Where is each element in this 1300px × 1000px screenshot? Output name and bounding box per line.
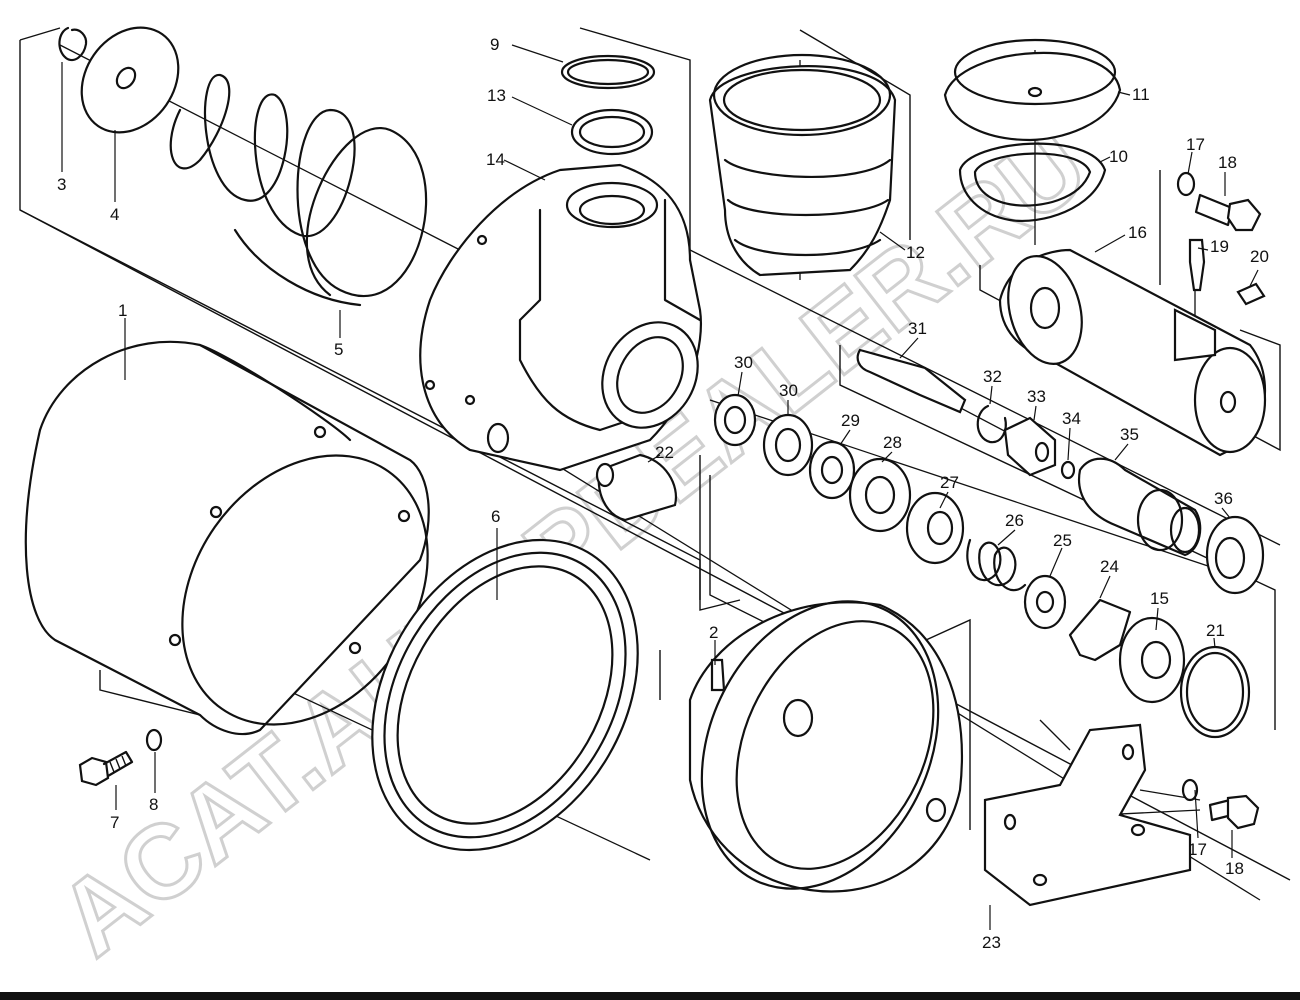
part-15-washer xyxy=(1118,616,1186,704)
part-14-housing xyxy=(419,163,702,472)
part-11-cover xyxy=(943,38,1122,142)
part-2-end-cover xyxy=(688,600,963,893)
bottom-border xyxy=(0,992,1300,1000)
callout-33: 33 xyxy=(1027,387,1046,406)
part-4-spring-retainer-plate xyxy=(80,26,180,134)
callout-30: 30 xyxy=(734,353,753,372)
callout-34: 34 xyxy=(1062,409,1081,428)
callout-8: 8 xyxy=(149,795,158,814)
callout-21: 21 xyxy=(1206,621,1225,640)
callout-17-second: 17 xyxy=(1188,840,1207,859)
callout-1: 1 xyxy=(118,301,127,320)
callout-25: 25 xyxy=(1053,531,1072,550)
callout-9: 9 xyxy=(490,35,499,54)
callout-5: 5 xyxy=(334,340,343,359)
callout-11: 11 xyxy=(1132,85,1150,104)
part-30-seal-left xyxy=(713,393,757,447)
part-27-sleeve xyxy=(905,491,965,565)
part-3-snap-ring xyxy=(58,26,88,62)
part-32-snap-ring xyxy=(976,404,1007,444)
part-20-sensor xyxy=(1236,282,1266,306)
callout-27: 27 xyxy=(940,473,959,492)
part-18-bolt-bottom xyxy=(1208,794,1260,830)
callout-12: 12 xyxy=(906,243,925,262)
part-31-push-rod xyxy=(856,348,967,414)
callout-10: 10 xyxy=(1109,147,1128,166)
part-18-bolt-top xyxy=(1194,193,1262,232)
part-13-o-ring xyxy=(570,108,654,156)
part-17-washer-top xyxy=(1176,171,1196,197)
callout-4: 4 xyxy=(110,205,119,224)
callout-19: 19 xyxy=(1210,237,1229,256)
part-16-cylinder-body xyxy=(998,248,1267,457)
callout-28: 28 xyxy=(883,433,902,452)
part-5-spring xyxy=(169,73,428,307)
part-29-washer xyxy=(808,440,856,500)
callout-36: 36 xyxy=(1214,489,1233,508)
callout-24: 24 xyxy=(1100,557,1119,576)
callout-7: 7 xyxy=(110,813,119,832)
callout-32: 32 xyxy=(983,367,1002,386)
callout-30-second: 30 xyxy=(779,381,798,400)
callout-31: 31 xyxy=(908,319,927,338)
part-30-seal-right xyxy=(762,413,814,477)
callout-23: 23 xyxy=(982,933,1001,952)
part-8-lock-washer xyxy=(145,728,163,752)
part-19-bleed-screw xyxy=(1188,238,1206,292)
part-28-bearing xyxy=(848,457,912,533)
callout-17: 17 xyxy=(1186,135,1205,154)
callout-6: 6 xyxy=(491,507,500,526)
callout-14: 14 xyxy=(486,150,505,169)
part-25-star-washer xyxy=(1023,574,1067,630)
part-17-washer-bottom xyxy=(1181,778,1199,802)
callout-20: 20 xyxy=(1250,247,1269,266)
callout-18: 18 xyxy=(1218,153,1237,172)
callout-3: 3 xyxy=(57,175,66,194)
part-35-piston xyxy=(1077,457,1202,557)
part-10-gasket xyxy=(958,142,1107,222)
part-33-nut xyxy=(1003,416,1057,477)
callout-29: 29 xyxy=(841,411,860,430)
part-23-bracket xyxy=(983,723,1192,907)
part-34-small-ring xyxy=(1060,460,1076,480)
callout-16: 16 xyxy=(1128,223,1147,242)
part-7-bolt xyxy=(78,750,134,787)
callout-13: 13 xyxy=(487,86,506,105)
callout-35: 35 xyxy=(1120,425,1139,444)
part-21-o-ring xyxy=(1179,645,1251,739)
part-36-seal xyxy=(1205,515,1265,595)
part-9-o-ring xyxy=(560,54,656,90)
callout-2: 2 xyxy=(709,623,718,642)
part-12-filter-cup xyxy=(708,53,897,277)
callout-15: 15 xyxy=(1150,589,1169,608)
part-24-clip xyxy=(1068,598,1132,662)
callout-26: 26 xyxy=(1005,511,1024,530)
callout-labels: 1 2 3 4 5 6 7 8 9 10 11 12 13 14 15 16 1… xyxy=(57,35,1269,952)
callout-18-second: 18 xyxy=(1225,859,1244,878)
callout-22: 22 xyxy=(655,443,674,462)
leader-lines xyxy=(61,44,1259,930)
part-26-spring xyxy=(966,538,1027,592)
part-22-plug xyxy=(595,453,678,522)
part-6-seal-ring xyxy=(371,538,639,852)
